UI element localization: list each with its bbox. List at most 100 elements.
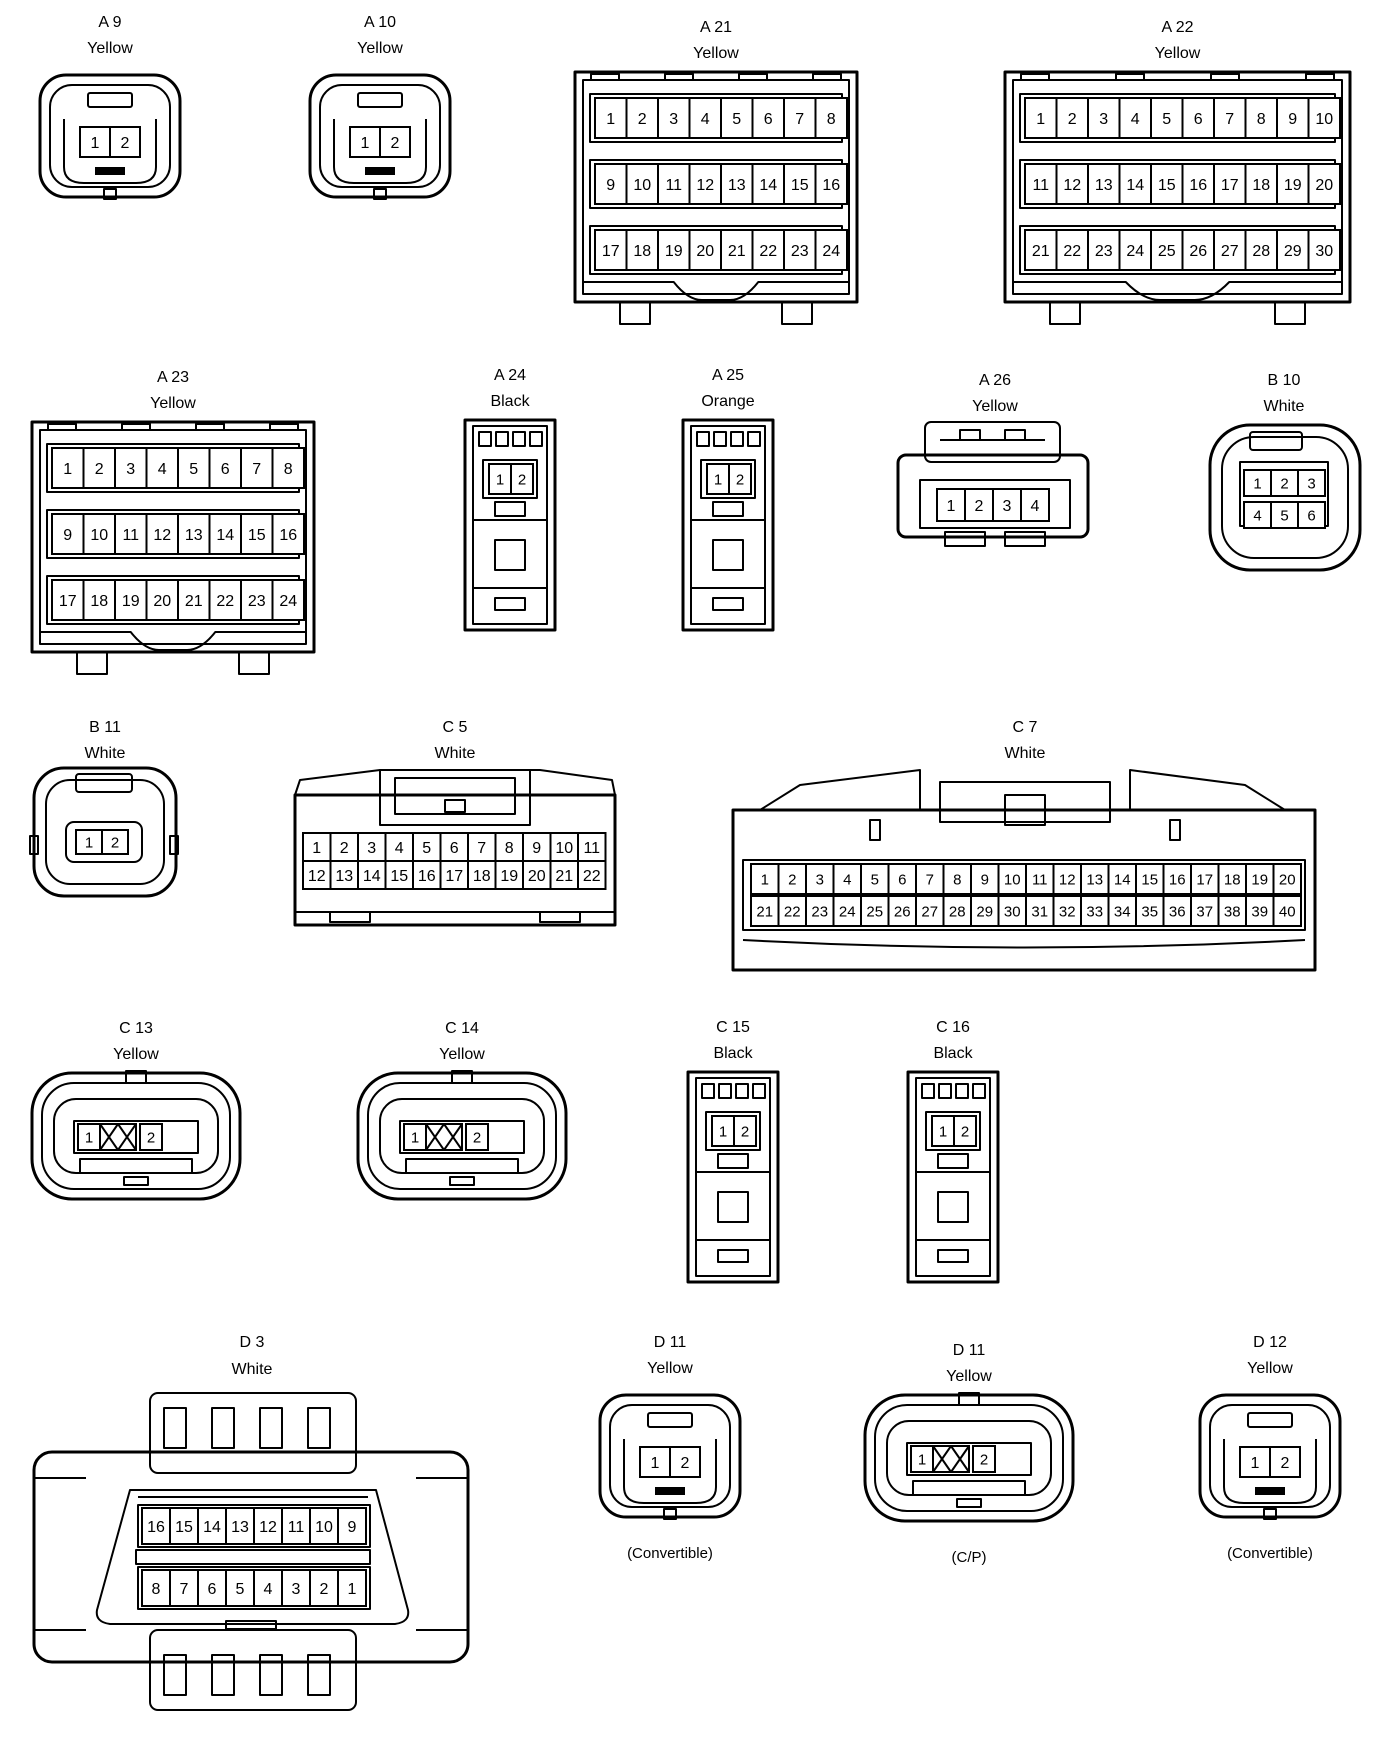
pin-number: 1 (85, 834, 93, 851)
outline (731, 808, 1317, 972)
tab (955, 1083, 969, 1099)
pin-number: 2 (638, 111, 647, 128)
outline (712, 501, 744, 517)
outline (463, 418, 557, 632)
pin-number: 9 (532, 840, 541, 857)
pin-cell (915, 895, 945, 927)
foot (619, 301, 651, 325)
pin-cell (936, 488, 966, 522)
pin-cell (733, 1115, 757, 1147)
pin-cell (1024, 229, 1058, 271)
outline (1247, 1412, 1293, 1428)
pin-number: 1 (85, 1129, 93, 1146)
tab (29, 835, 39, 855)
key (1263, 1508, 1277, 1520)
pin-number: 6 (1194, 111, 1203, 128)
pin-number: 17 (1221, 177, 1239, 194)
foot (539, 911, 581, 923)
pin-number: 1 (761, 871, 769, 888)
tab (1020, 73, 1050, 81)
foot (1274, 301, 1306, 325)
latch (365, 167, 395, 175)
pin-number: 10 (555, 840, 573, 857)
pin-number: 27 (921, 903, 938, 920)
pin-number: 4 (158, 461, 167, 478)
outline (38, 73, 182, 199)
pin-number: 8 (505, 840, 514, 857)
tab (121, 423, 151, 431)
tab (47, 423, 77, 431)
pin-number: 23 (1095, 243, 1113, 260)
outline (896, 453, 1090, 539)
pin-number: 22 (216, 593, 234, 610)
connector-color: Yellow (150, 395, 196, 412)
pin-cell (349, 126, 381, 158)
pin-number: 5 (1162, 111, 1171, 128)
pin-cell (522, 860, 552, 890)
pin-number: 8 (953, 871, 961, 888)
pin-number: 21 (555, 868, 573, 885)
outline (399, 1120, 525, 1154)
pin-number: 28 (949, 903, 966, 920)
pin-number: 6 (764, 111, 773, 128)
outline (333, 119, 427, 184)
pin-number: 21 (756, 903, 773, 920)
outline (293, 793, 617, 927)
pin-number: 1 (714, 471, 722, 488)
connector-color: Black (933, 1045, 973, 1062)
pin-cell (337, 1507, 367, 1545)
pin-cell (625, 229, 659, 271)
pin-cell (1150, 97, 1184, 139)
foot (1049, 301, 1081, 325)
pin-cell (1270, 501, 1299, 529)
pin-number: 1 (651, 1455, 660, 1472)
pin-number: 4 (1253, 507, 1261, 524)
pin-number: 3 (816, 871, 824, 888)
pin-number: 2 (340, 840, 349, 857)
outline (45, 779, 165, 885)
pin-number: 16 (822, 177, 840, 194)
pin-number: 2 (473, 1129, 481, 1146)
outline (1221, 436, 1349, 559)
pin-number: 6 (450, 840, 459, 857)
outline (308, 73, 452, 199)
tab (869, 819, 881, 841)
pin-number: 9 (981, 871, 989, 888)
x-mark (932, 1445, 970, 1473)
pin-cell (1162, 895, 1192, 927)
connector-color: Yellow (946, 1368, 992, 1385)
pin-number: 15 (1141, 871, 1158, 888)
key (444, 799, 466, 813)
pin-cell (953, 1115, 977, 1147)
pin-number: 14 (1114, 871, 1131, 888)
outline (30, 1071, 242, 1201)
tab (735, 1083, 749, 1099)
pin-number: 1 (348, 1581, 357, 1598)
pin-number: 10 (633, 177, 651, 194)
pin-number: 4 (701, 111, 710, 128)
pin-cell (494, 832, 524, 862)
pin-number: 5 (189, 461, 198, 478)
pin-number: 18 (90, 593, 108, 610)
pin-cell (114, 447, 148, 489)
outline (394, 777, 516, 815)
pin-number: 17 (1196, 871, 1213, 888)
pin-number: 2 (736, 471, 744, 488)
pin-cell (1190, 895, 1220, 927)
pin-cell (972, 1445, 996, 1473)
tab (972, 1083, 986, 1099)
outline (583, 281, 849, 301)
pin-cell (281, 1569, 311, 1607)
pin-cell (465, 1123, 489, 1151)
pin-cell (1272, 863, 1302, 895)
pin-number: 28 (1252, 243, 1270, 260)
pin-number: 20 (1279, 871, 1296, 888)
pin-cell (145, 513, 179, 555)
connector-color: Yellow (113, 1046, 159, 1063)
pin-cell (577, 832, 607, 862)
blank-cavity (99, 1123, 137, 1151)
pin-cell (271, 579, 305, 621)
